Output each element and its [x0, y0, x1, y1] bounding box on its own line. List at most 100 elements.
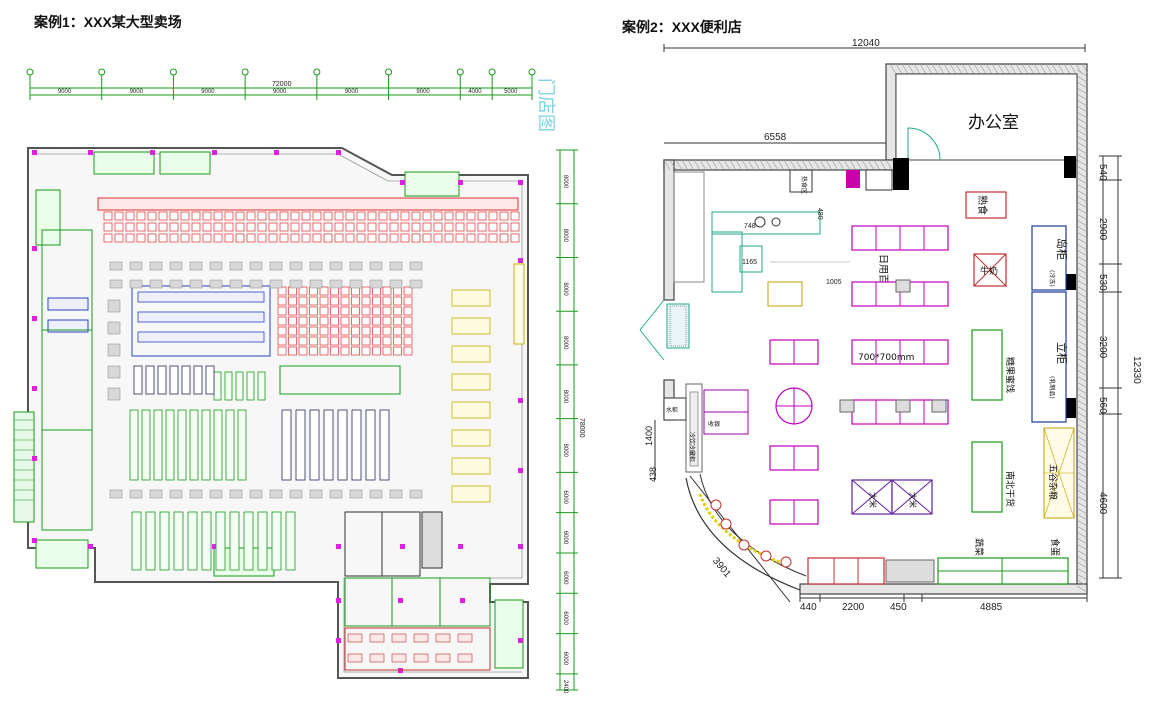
shelf	[141, 409, 151, 481]
display-block	[229, 489, 243, 499]
produce-display	[451, 317, 491, 335]
freezer-cell	[477, 222, 487, 232]
cold-drinks-label: 冷饮冷藏柜	[688, 432, 696, 462]
case2-right-dim-label: 4600	[1097, 492, 1108, 515]
freezer-cell	[125, 211, 135, 221]
freezer-cell	[382, 286, 392, 296]
table	[413, 653, 429, 663]
freezer-cell	[444, 211, 454, 221]
freezer-cell	[158, 233, 168, 243]
freezer-cell	[235, 211, 245, 221]
freezer-cell	[389, 233, 399, 243]
produce-display	[451, 485, 491, 503]
case2-dim-small-c: 1005	[826, 279, 842, 286]
freezer-cell	[279, 222, 289, 232]
freezer-cell	[257, 222, 267, 232]
freezer-cell	[309, 326, 318, 336]
office-label: 办公室	[968, 113, 1019, 133]
freezer-cell	[224, 211, 234, 221]
column	[518, 468, 523, 473]
case2-dim-left-b: 438	[648, 467, 658, 482]
freezer-cell	[246, 233, 256, 243]
case1-title: 案例1：XXX某大型卖场	[34, 14, 182, 30]
freezer-cell	[288, 326, 297, 336]
column	[32, 538, 37, 543]
freezer-cell	[277, 296, 287, 306]
display-block	[249, 261, 263, 271]
display-block	[409, 279, 423, 289]
display-block	[209, 279, 223, 289]
display-block	[389, 279, 403, 289]
display-block	[189, 261, 203, 271]
freezer-cell	[361, 316, 371, 326]
display-block	[229, 261, 243, 271]
freezer-cell	[158, 222, 168, 232]
freezer-cell	[382, 346, 392, 356]
table	[369, 633, 385, 643]
freezer-cell	[279, 211, 289, 221]
freezer-cell	[378, 222, 388, 232]
produce-display	[451, 457, 491, 475]
shelf	[224, 371, 233, 401]
freezer-cell	[246, 211, 256, 221]
freezer-cell	[312, 222, 322, 232]
freezer-cell	[298, 316, 308, 326]
column	[400, 180, 405, 185]
freezer-cell	[309, 316, 318, 326]
case1-right-dimensions: 8000800080008000800080006000600060006000…	[556, 149, 578, 694]
freezer-cell	[455, 222, 465, 232]
display-block	[107, 321, 121, 335]
freezer-cell	[345, 211, 355, 221]
blue-cabinet	[137, 311, 265, 323]
blue-cabinet	[47, 297, 89, 311]
case2-bottom-dim-label: 440	[800, 602, 817, 613]
shelf	[229, 511, 240, 571]
shelf	[165, 409, 175, 481]
freezer-cell	[403, 336, 413, 346]
freezer-cell	[319, 306, 329, 316]
case2-right-dim-label: 3200	[1097, 336, 1108, 359]
freezer-cell	[411, 233, 421, 243]
freezer-cell	[340, 336, 350, 346]
produce-display	[451, 373, 491, 391]
freezer-cell	[213, 222, 223, 232]
shelf	[131, 511, 142, 571]
freezer-cell	[147, 211, 157, 221]
freezer-cell	[367, 222, 377, 232]
display-block	[149, 489, 163, 499]
case2-right-dim-label: 530	[1097, 274, 1108, 291]
freezer-cell	[382, 296, 392, 306]
freezer-cell	[372, 296, 381, 306]
vertical-cabinet-label: 立柜	[1055, 342, 1069, 364]
island-cabinet-label: 岛柜	[1055, 238, 1069, 260]
case1-top-dim-label: 9000	[416, 89, 430, 95]
freezer-cell	[330, 326, 339, 336]
freezer-cell	[455, 211, 465, 221]
freezer-cell	[382, 336, 392, 346]
freezer-cell	[125, 233, 135, 243]
produce-display	[451, 289, 491, 307]
display-block	[109, 489, 123, 499]
freezer-cell	[103, 233, 113, 243]
freezer-cell	[393, 336, 402, 346]
case1-right-dim-label: 6000	[562, 652, 568, 666]
column	[32, 386, 37, 391]
case1-top-dim-label: 9000	[345, 89, 359, 95]
freezer-cell	[301, 211, 311, 221]
freezer-cell	[488, 222, 498, 232]
freezer-cell	[444, 233, 454, 243]
shelf	[159, 511, 170, 571]
table	[457, 633, 473, 643]
freezer-cell	[422, 211, 432, 221]
freezer-cell	[510, 211, 520, 221]
freezer-cell	[114, 222, 124, 232]
display-block	[409, 489, 423, 499]
case2-right-dim-label: 540	[1097, 164, 1108, 181]
blue-cabinet	[137, 331, 265, 343]
display-block	[349, 489, 363, 499]
candy-label: 糖果蜜饯	[1004, 357, 1016, 393]
freezer-cell	[202, 233, 212, 243]
freezer-cell	[136, 233, 146, 243]
freezer-cell	[372, 346, 381, 356]
